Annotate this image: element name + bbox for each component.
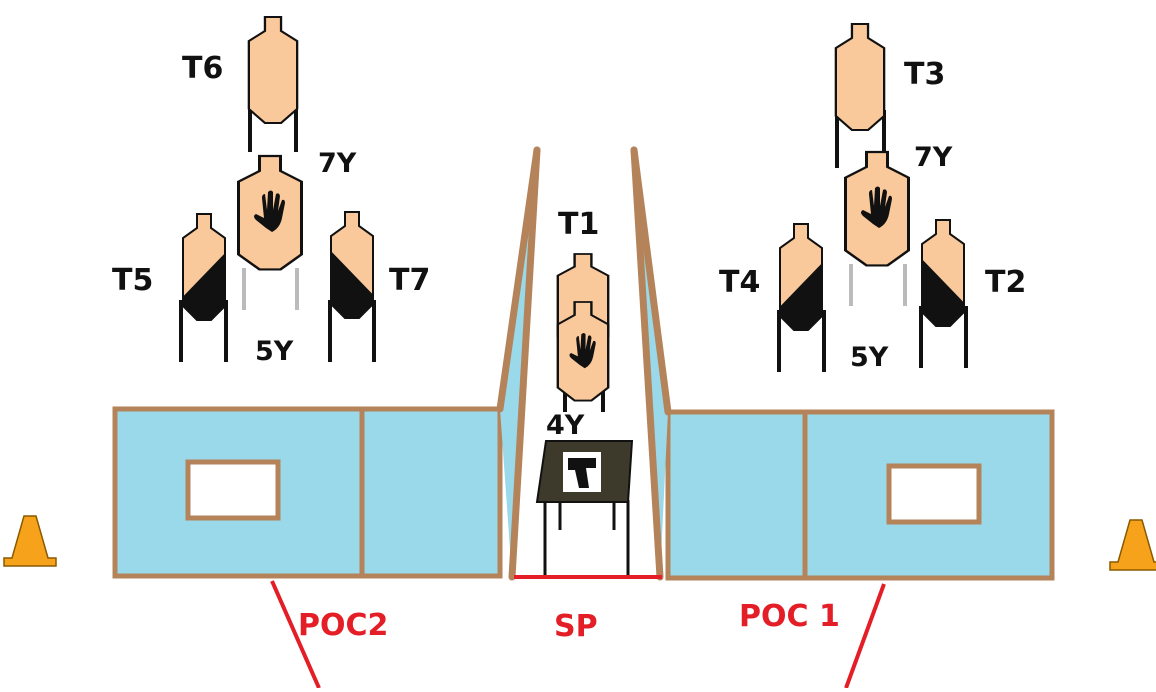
label-poc1: POC 1 bbox=[739, 599, 840, 634]
wall-left bbox=[112, 406, 503, 579]
distance-7y-right: 7Y bbox=[914, 142, 953, 173]
traffic-cone-icon bbox=[1109, 519, 1156, 571]
label-t3: T3 bbox=[904, 57, 945, 92]
center-chute bbox=[496, 146, 672, 581]
label-t7: T7 bbox=[389, 263, 430, 298]
wall-right bbox=[665, 409, 1055, 581]
poc1-line bbox=[844, 583, 886, 689]
target-t4 bbox=[777, 223, 826, 372]
label-t6: T6 bbox=[182, 51, 223, 86]
poc2-line bbox=[270, 580, 321, 689]
port-window-right bbox=[886, 463, 982, 525]
no-shoot-target-right bbox=[844, 150, 910, 306]
label-sp: SP bbox=[554, 609, 598, 644]
distance-7y-left: 7Y bbox=[318, 148, 357, 179]
label-t4: T4 bbox=[719, 265, 760, 300]
target-t7 bbox=[328, 211, 376, 362]
label-t5: T5 bbox=[112, 263, 153, 298]
distance-5y-left: 5Y bbox=[255, 336, 294, 367]
target-t3 bbox=[834, 22, 886, 168]
no-shoot-target-center bbox=[556, 300, 610, 412]
target-t5 bbox=[179, 213, 228, 362]
distance-5y-right: 5Y bbox=[850, 342, 889, 373]
no-shoot-target-left bbox=[237, 154, 303, 310]
traffic-cone-icon bbox=[3, 515, 57, 567]
port-window-left bbox=[185, 459, 281, 521]
target-t6 bbox=[247, 15, 299, 152]
label-t1: T1 bbox=[558, 207, 599, 242]
distance-4y-center: 4Y bbox=[546, 410, 585, 441]
label-t2: T2 bbox=[985, 265, 1026, 300]
start-table bbox=[535, 440, 634, 576]
label-poc2: POC2 bbox=[298, 608, 388, 643]
pistol-icon bbox=[563, 452, 601, 492]
target-t2 bbox=[919, 219, 968, 368]
